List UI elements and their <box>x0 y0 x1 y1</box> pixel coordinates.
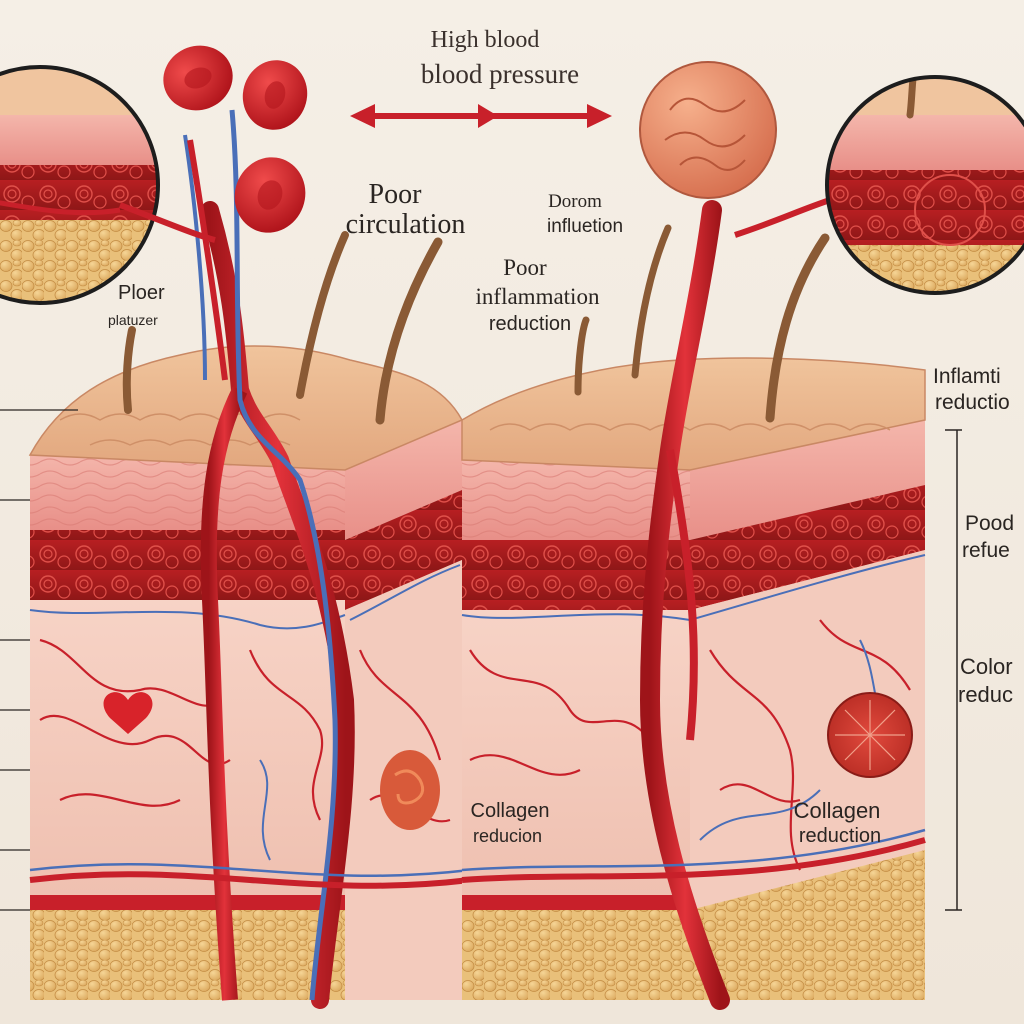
label-left-platuzer: platuzer <box>108 312 158 328</box>
right-bracket <box>945 429 962 911</box>
label-center-inflammation: inflammation <box>475 284 600 309</box>
label-right-reduc: reduc <box>958 682 1014 707</box>
label-right-color: Color <box>960 654 1013 679</box>
left-leader-lines <box>0 409 78 911</box>
label-high-blood: High blood <box>430 27 540 53</box>
label-blood-pressure: blood pressure <box>420 59 580 89</box>
label-poor-circulation-line1: Poor <box>368 179 422 210</box>
left-skin-block <box>28 109 471 1009</box>
label-right-inflamti: Inflamti <box>933 365 1001 388</box>
label-dorom: Dorom <box>548 191 602 212</box>
label-right-reductio: reductio <box>935 391 1010 414</box>
label-poor-circulation-line2: circulation <box>345 209 466 240</box>
label-right-refue: refue <box>962 539 1010 562</box>
label-collagen-right-reduction: reduction <box>798 825 882 847</box>
label-collagen-left: Collagen <box>470 800 550 822</box>
label-center-poor: Poor <box>503 255 547 280</box>
label-right-pood: Pood <box>965 512 1015 535</box>
label-collagen-left-reduction: reducion <box>472 826 543 846</box>
right-skin-block <box>461 197 926 1010</box>
inflamed-cell-ball <box>639 61 777 199</box>
label-center-reduction: reduction <box>488 313 572 335</box>
label-collagen-right: Collagen <box>793 798 881 823</box>
double-arrow <box>350 104 612 128</box>
red-blood-cells <box>163 45 308 233</box>
label-influetion: influetion <box>546 216 624 237</box>
label-left-poor: Ploer <box>118 282 165 304</box>
